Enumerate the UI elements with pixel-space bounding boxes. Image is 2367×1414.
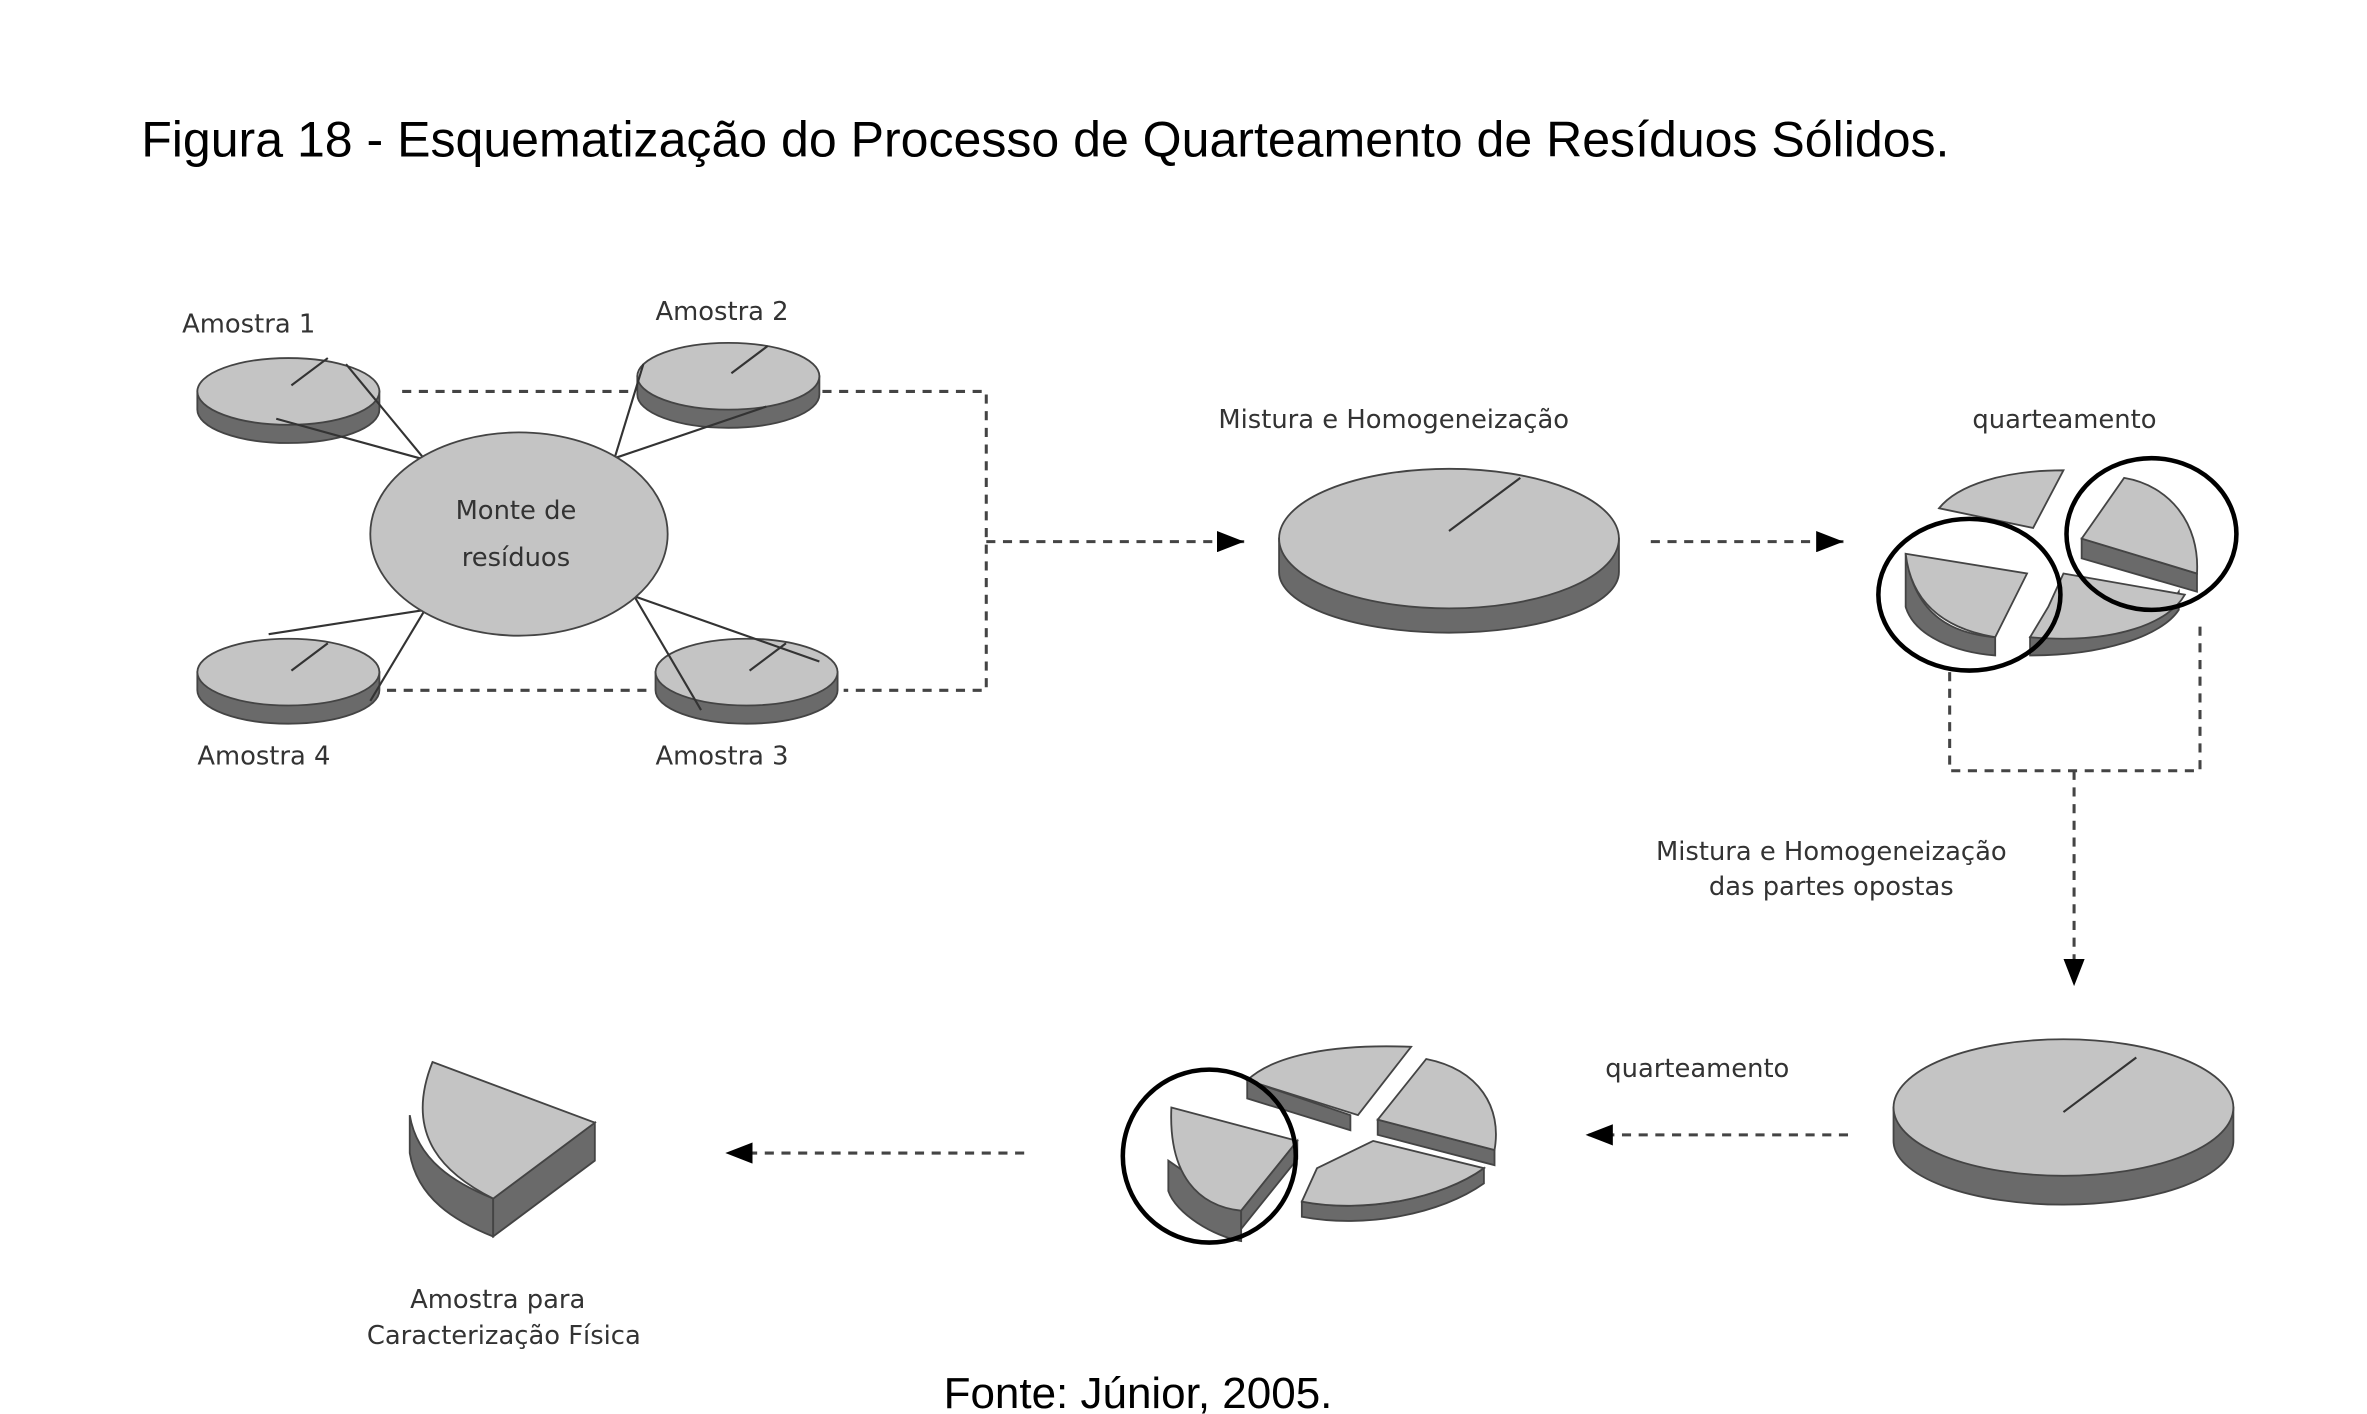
source-caption: Fonte: Júnior, 2005. — [944, 1369, 1333, 1414]
quartered-disc-2 — [1120, 1045, 1497, 1245]
waste-pile: Monte de resíduos — [369, 431, 669, 637]
mixed-disc — [1278, 467, 1620, 634]
quartered-disc-1 — [1876, 455, 2239, 673]
sample-disc-3 — [654, 637, 839, 725]
final-sample-label-line1: Amostra para — [410, 1285, 585, 1315]
pile-label-line2: resíduos — [462, 543, 570, 573]
quartering-label-1: quarteamento — [1972, 405, 2156, 435]
quartering-label-2: quarteamento — [1605, 1054, 1789, 1084]
sample-label-1: Amostra 1 — [182, 309, 315, 339]
sample-disc-4 — [196, 637, 381, 725]
final-sample-label-line2: Caracterização Física — [367, 1321, 641, 1351]
sample-label-3: Amostra 3 — [656, 742, 789, 772]
mixing-opposite-label-line2: das partes opostas — [1709, 872, 1954, 902]
pile-connectors — [268, 363, 820, 711]
figure-title: Figura 18 - Esquematização do Processo d… — [141, 111, 1949, 167]
mixed-disc-2 — [1892, 1038, 2235, 1206]
dashed-collectors — [386, 389, 1245, 692]
dashed-bracket — [1948, 619, 2202, 987]
final-sample-piece — [408, 1060, 597, 1239]
mixing-opposite-label-line1: Mistura e Homogeneização — [1656, 837, 2007, 867]
sample-label-4: Amostra 4 — [197, 742, 330, 772]
sample-disc-2 — [636, 341, 821, 429]
mixing-label: Mistura e Homogeneização — [1218, 405, 1569, 435]
sample-label-2: Amostra 2 — [656, 297, 789, 327]
sample-disc-1 — [196, 357, 381, 444]
pile-label-line1: Monte de — [456, 496, 577, 526]
